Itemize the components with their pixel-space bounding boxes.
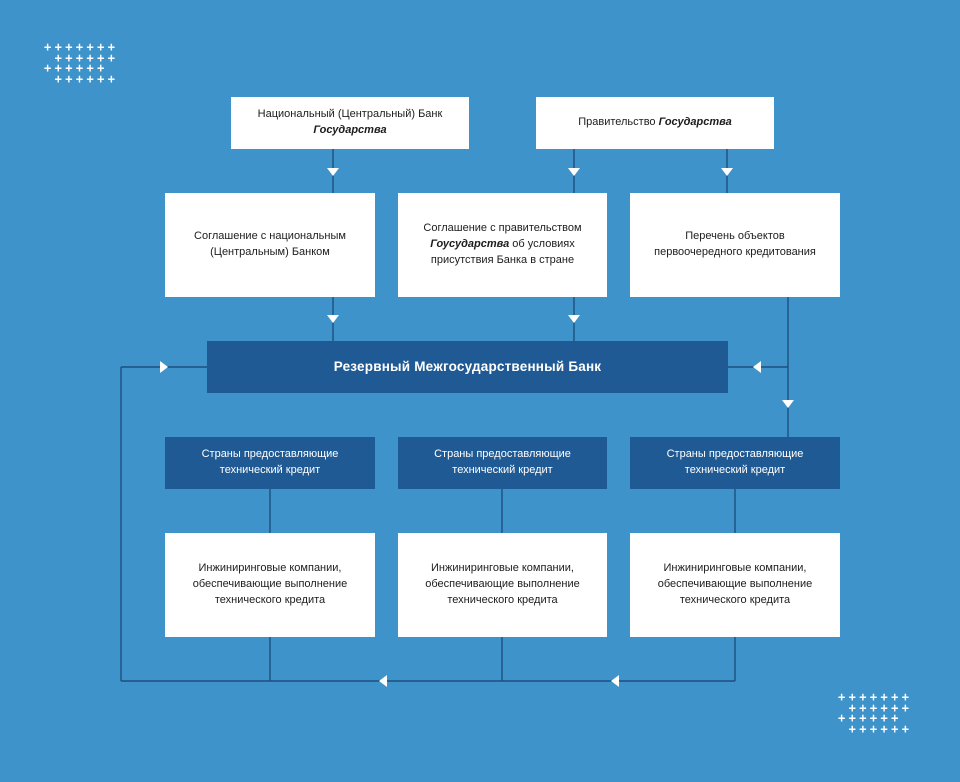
arrow-down-icon xyxy=(568,315,580,323)
arrow-down-icon xyxy=(568,168,580,176)
arrow-left-icon xyxy=(753,361,761,373)
engineering-box-3: Инжиниринговые компании, обеспечивающие … xyxy=(630,533,840,637)
priority-list-box: Перечень объектов первоочередного кредит… xyxy=(630,193,840,297)
government-state: Государства xyxy=(658,116,732,129)
agreement-bank-label: Соглашение с национальным (Центральным) … xyxy=(194,230,346,258)
arrow-down-icon xyxy=(782,400,794,408)
plus-grid-icon: +++++++ ++++++ ++++++ ++++++ xyxy=(44,40,119,86)
countries-box-1: Страны предоставляющие технический креди… xyxy=(165,437,375,489)
arrow-left-icon xyxy=(611,675,619,687)
countries-label-1: Страны предоставляющие технический креди… xyxy=(201,448,339,476)
engineering-label-1: Инжиниринговые компании, обеспечивающие … xyxy=(192,562,348,606)
priority-list-label: Перечень объектов первоочередного кредит… xyxy=(654,230,816,258)
government-box: Правительство Государства xyxy=(536,97,774,149)
engineering-label-2: Инжиниринговые компании, обеспечивающие … xyxy=(425,562,580,606)
national-bank-state: Государства xyxy=(313,124,387,136)
plus-grid-icon: +++++++ ++++++ ++++++ ++++++ xyxy=(838,690,913,736)
arrow-down-icon xyxy=(327,168,339,176)
engineering-box-1: Инжиниринговые компании, обеспечивающие … xyxy=(165,533,375,637)
engineering-box-2: Инжиниринговые компании, обеспечивающие … xyxy=(398,533,607,637)
agreement-gov-rest: об условиях присутствия Банка в стране xyxy=(430,238,575,266)
countries-box-3: Страны предоставляющие технический креди… xyxy=(630,437,840,489)
agreement-gov-state: Гоусударства xyxy=(430,238,510,251)
government-label: Правительство xyxy=(578,116,659,129)
engineering-label-3: Инжиниринговые компании, обеспечивающие … xyxy=(657,562,813,606)
countries-label-2: Страны предоставляющие технический креди… xyxy=(434,448,571,476)
agreement-government-box: Соглашение с правительством Гоусударства… xyxy=(398,193,607,297)
national-bank-label: Национальный (Центральный) Банк xyxy=(257,108,443,121)
agreement-gov-line1: Соглашение с правительством xyxy=(423,222,582,235)
agreement-bank-box: Соглашение с национальным (Центральным) … xyxy=(165,193,375,297)
countries-box-2: Страны предоставляющие технический креди… xyxy=(398,437,607,489)
arrow-left-icon xyxy=(379,675,387,687)
reserve-bank-label: Резервный Межгосударственный Банк xyxy=(333,359,602,375)
arrow-right-icon xyxy=(160,361,168,373)
reserve-bank-box: Резервный Межгосударственный Банк xyxy=(207,341,728,393)
arrow-down-icon xyxy=(721,168,733,176)
national-bank-box: Национальный (Центральный) Банк Государс… xyxy=(231,97,469,149)
arrow-down-icon xyxy=(327,315,339,323)
countries-label-3: Страны предоставляющие технический креди… xyxy=(666,448,804,476)
